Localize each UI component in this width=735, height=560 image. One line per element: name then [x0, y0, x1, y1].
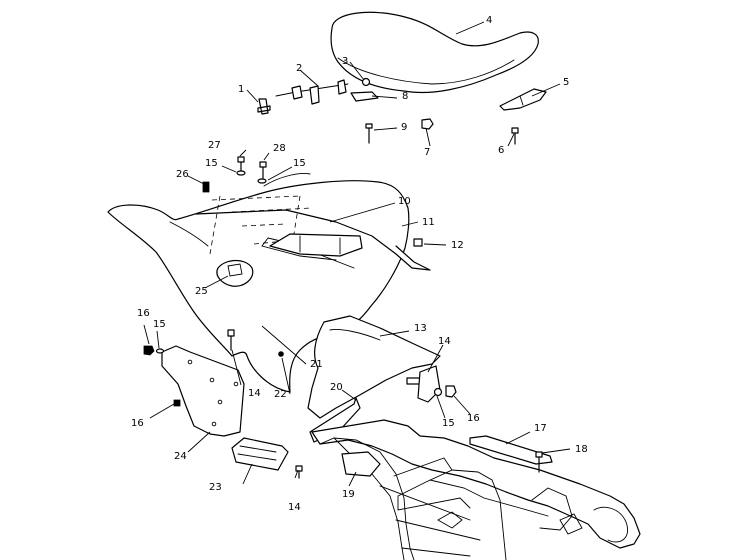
callout-5: 5 — [563, 77, 569, 88]
leader-lines — [143, 21, 571, 487]
screw-part-14-left — [227, 329, 235, 351]
callout-20: 20 — [330, 382, 343, 393]
callout-15-top-left: 15 — [205, 158, 218, 169]
callout-4: 4 — [486, 15, 492, 26]
latch-plate-part-8 — [350, 91, 379, 102]
callout-10: 10 — [398, 196, 411, 207]
latch-hook-part-3 — [337, 79, 347, 95]
callout-15-top-right: 15 — [293, 158, 306, 169]
seat-part-4 — [330, 11, 539, 94]
latch-bracket-part-1 — [257, 98, 271, 115]
seat-bracket-part-5 — [499, 88, 547, 111]
callout-8: 8 — [402, 91, 408, 102]
seat-latch-parts — [257, 77, 434, 144]
screw-part-18 — [535, 451, 543, 473]
callout-16-right: 16 — [467, 413, 480, 424]
callout-23: 23 — [209, 482, 222, 493]
screw-part-9 — [365, 123, 373, 144]
screw-part-28 — [259, 161, 267, 179]
footrest-part-23 — [231, 437, 303, 479]
callout-1: 1 — [238, 84, 244, 95]
nut-part-7 — [421, 118, 434, 130]
callout-3: 3 — [342, 56, 348, 67]
strap-parts — [469, 435, 553, 473]
nut-part-22 — [278, 351, 284, 357]
callout-24: 24 — [174, 451, 187, 462]
callout-2: 2 — [296, 63, 302, 74]
callout-15-right: 15 — [442, 418, 455, 429]
callout-19: 19 — [342, 489, 355, 500]
rear-fender-part-11 — [107, 173, 431, 393]
callout-26: 26 — [176, 169, 189, 180]
mud-flap-part-24 — [143, 345, 245, 437]
callout-25: 25 — [195, 286, 208, 297]
callout-21: 21 — [310, 359, 323, 370]
seat-bracket-parts — [499, 88, 547, 145]
callout-14-right: 14 — [438, 336, 451, 347]
callout-11: 11 — [422, 217, 435, 228]
callout-9: 9 — [401, 122, 407, 133]
callout-17: 17 — [534, 423, 547, 434]
frame-parts — [309, 397, 641, 560]
callout-28: 28 — [273, 143, 286, 154]
bracket-part-19 — [341, 451, 381, 477]
callout-16-left: 16 — [131, 418, 144, 429]
middle-hardware — [227, 329, 284, 357]
clip-part-12 — [413, 238, 423, 247]
strap-part-17 — [469, 435, 553, 465]
callout-13: 13 — [414, 323, 427, 334]
callout-7: 7 — [424, 147, 430, 158]
callout-labels: 1 2 3 4 5 6 7 8 9 10 11 12 13 14 14 14 1… — [131, 15, 588, 513]
upper-hardware — [202, 156, 423, 247]
callout-12: 12 — [451, 240, 464, 251]
callout-18: 18 — [575, 444, 588, 455]
callout-6: 6 — [498, 145, 504, 156]
callout-16-top: 16 — [137, 308, 150, 319]
side-cover-part-13 — [307, 315, 457, 419]
callout-15-left: 15 — [153, 319, 166, 330]
storage-tray-part-10 — [269, 233, 363, 257]
callout-14-bottom: 14 — [288, 502, 301, 513]
washer-part-15-left — [236, 170, 246, 176]
callout-22: 22 — [274, 389, 287, 400]
push-rivet-part-26 — [202, 181, 210, 193]
callout-14-middle: 14 — [248, 388, 261, 399]
callout-27: 27 — [208, 140, 221, 151]
screw-part-6 — [511, 127, 519, 145]
washer-part-15-right — [257, 178, 267, 184]
